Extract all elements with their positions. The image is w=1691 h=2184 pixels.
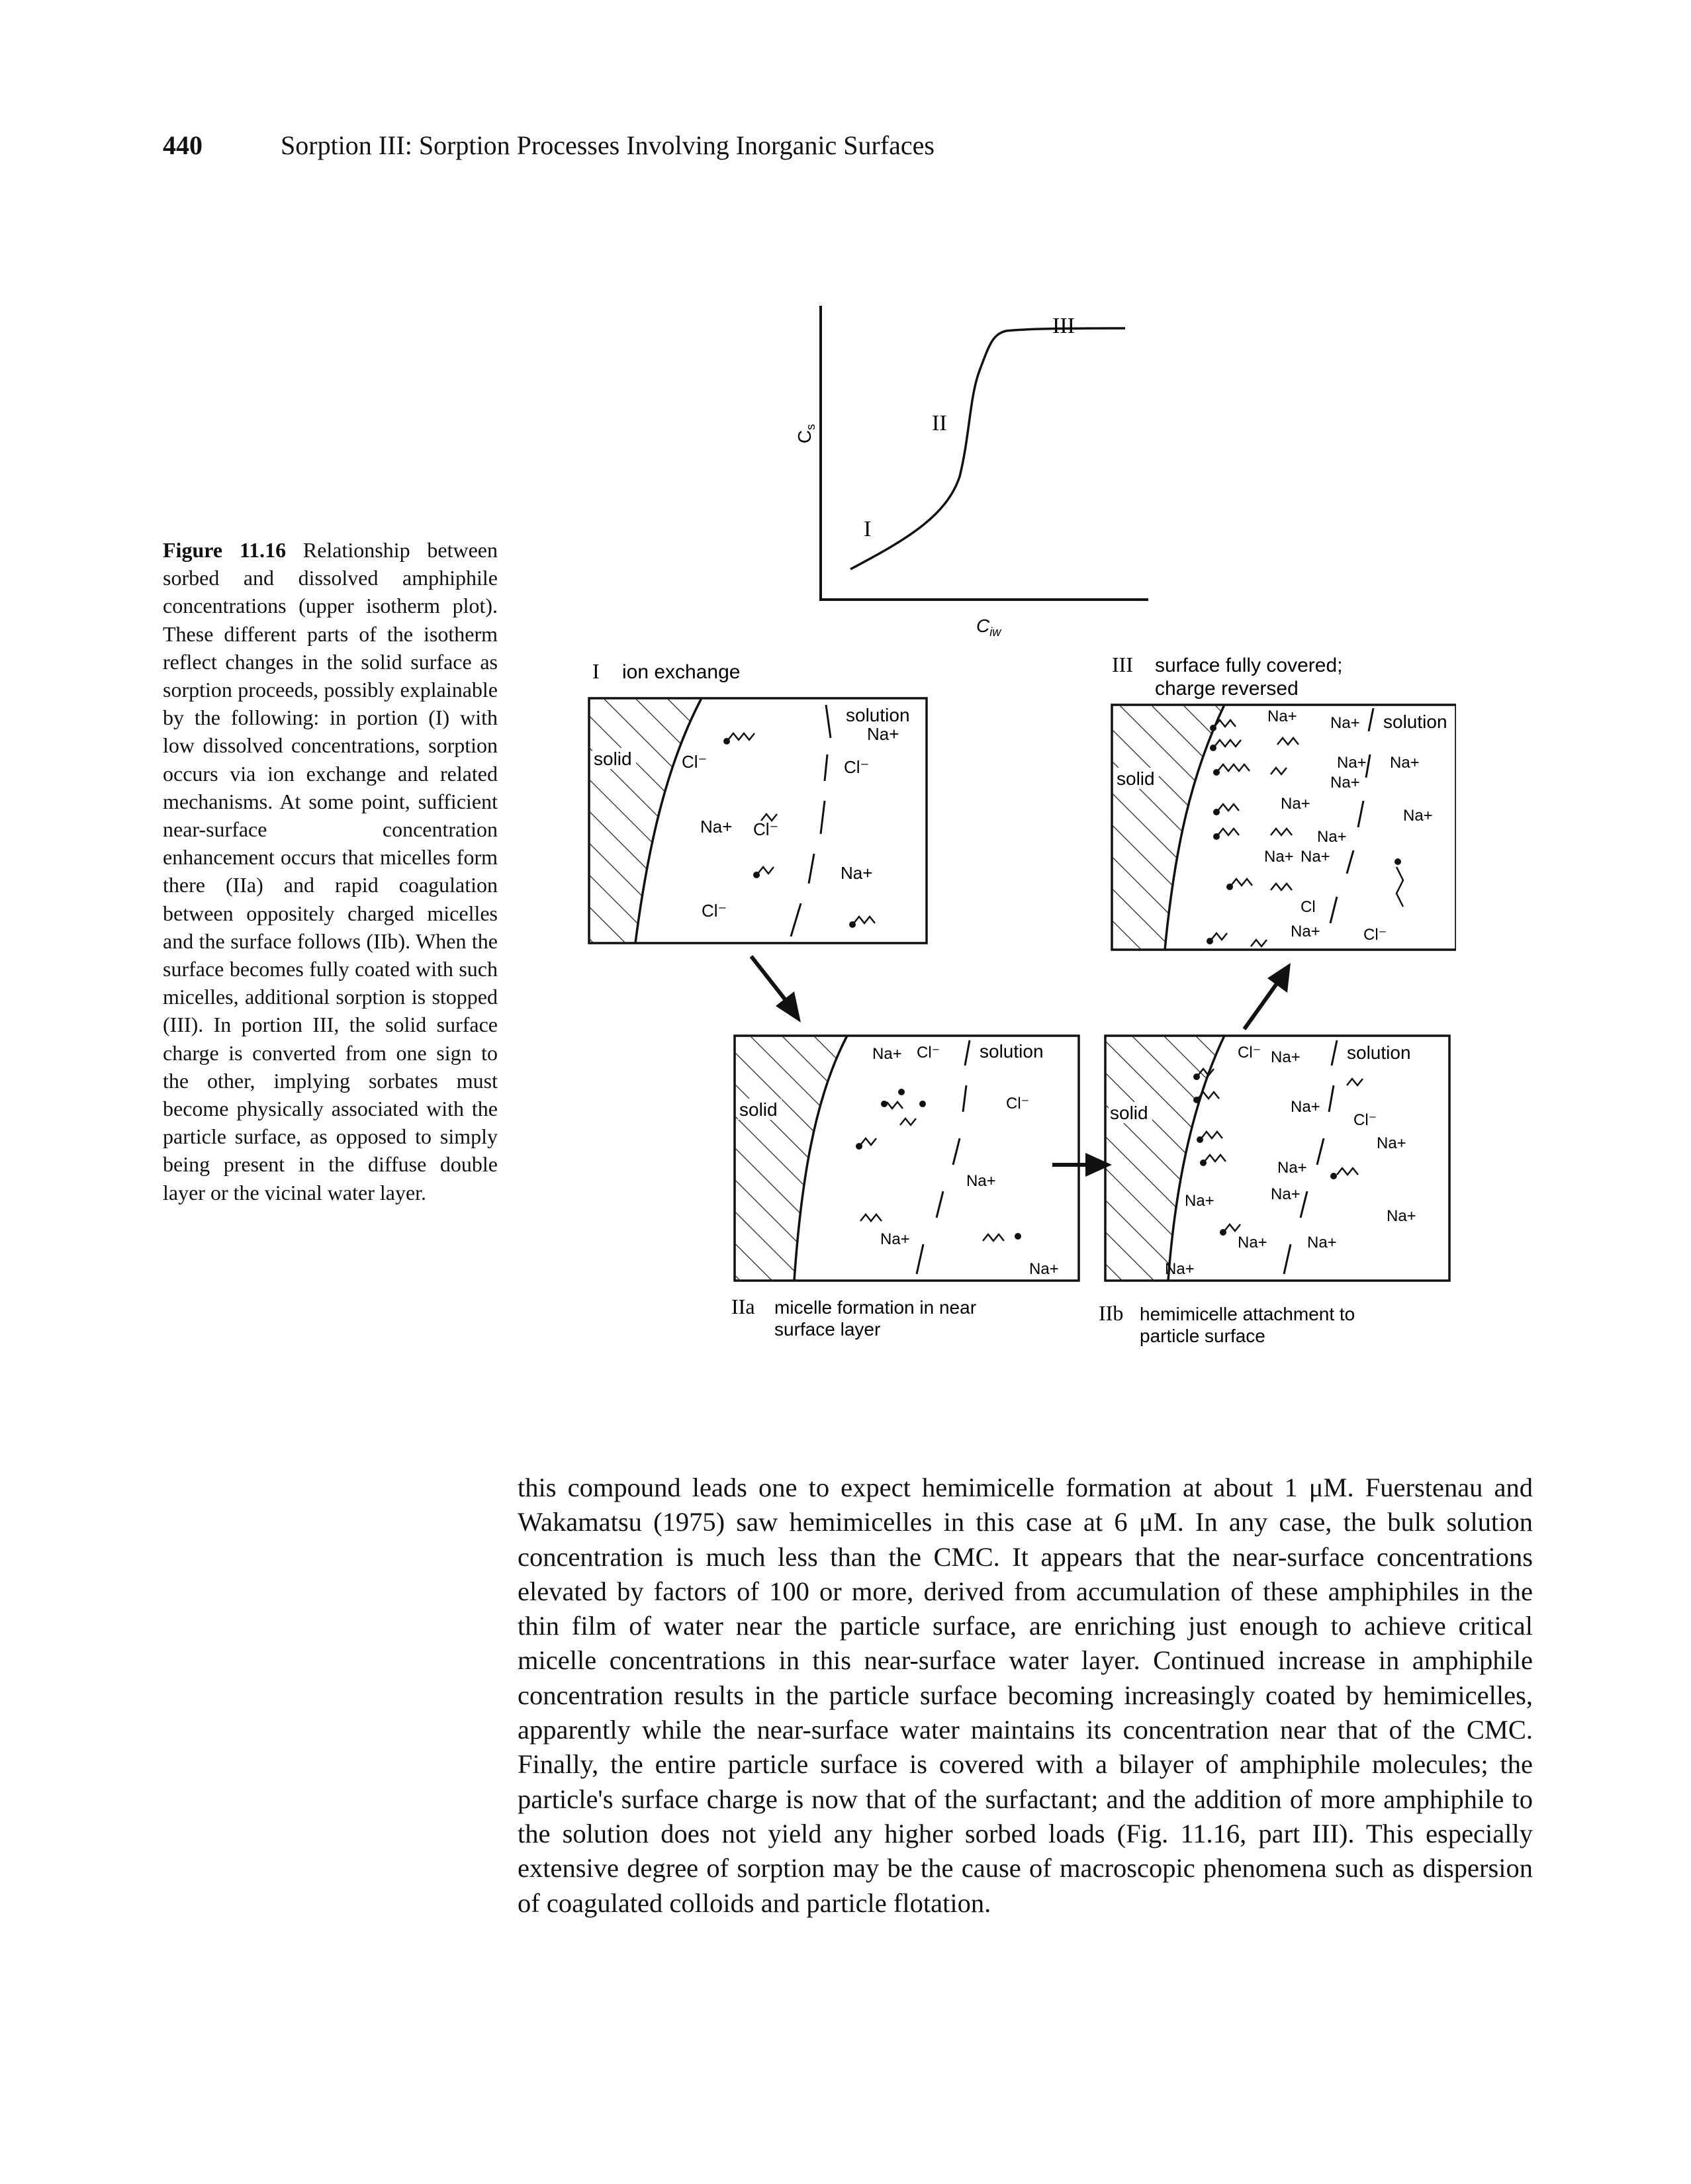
figure-caption: Figure 11.16 Relationship between sorbed… [163, 536, 498, 1206]
panel-I: I ion exchange solid solution Na+ Cl⁻ Cl… [588, 659, 928, 944]
figure-11-16: Cs Ciw I II III I ion exchange solid sol… [576, 291, 1456, 1383]
panel-III-ion: Na+ [1330, 714, 1360, 732]
isotherm-region-II: II [932, 411, 947, 435]
panel-III-ion: Na+ [1301, 848, 1330, 866]
panel-III: III surface fully covered; charge revers… [1111, 653, 1456, 951]
panel-III-ion: Na+ [1281, 795, 1310, 813]
panel-IIb-ion: Na+ [1271, 1048, 1301, 1066]
panel-I-numeral: I [592, 659, 600, 683]
panel-IIb-solid-label: solid [1110, 1103, 1148, 1123]
isotherm-plot: Cs Ciw I II III [794, 306, 1148, 639]
panel-IIb-numeral: IIb [1099, 1301, 1123, 1325]
panel-III-ion: Na+ [1317, 828, 1347, 846]
caption-text: Relationship between sorbed and dissolve… [163, 538, 498, 1205]
arrow-IIb-to-III [1242, 981, 1279, 1030]
panel-IIb-ion: Na+ [1377, 1134, 1406, 1152]
panel-III-ion: Na+ [1390, 754, 1420, 772]
panel-IIa-solid-region [735, 1036, 847, 1281]
panel-IIb-solution-label: solution [1347, 1042, 1411, 1063]
panel-IIa-ion: Na+ [872, 1045, 902, 1063]
panel-I-ion: Cl⁻ [682, 752, 707, 772]
page-header: 440 Sorption III: Sorption Processes Inv… [0, 130, 1691, 189]
isotherm-y-label: Cs [794, 424, 817, 443]
panel-III-solid-region [1112, 705, 1224, 950]
panel-IIa-ion: Na+ [966, 1172, 996, 1190]
panel-III-ion: Cl [1301, 898, 1316, 916]
panel-I-solution-label: solution [846, 705, 910, 725]
panel-IIa-ion: Cl⁻ [917, 1044, 940, 1062]
panel-IIb-ion: Na+ [1387, 1207, 1416, 1225]
panel-IIb-ion: Cl⁻ [1353, 1111, 1377, 1129]
figure-svg: Cs Ciw I II III I ion exchange solid sol… [588, 306, 1456, 1346]
panel-III-title-2: charge reversed [1155, 678, 1299, 700]
panel-IIb-ion: Na+ [1165, 1260, 1195, 1278]
isotherm-region-I: I [864, 517, 871, 541]
figure-label: Figure 11.16 [163, 538, 287, 562]
panel-I-ion: Cl⁻ [844, 757, 869, 777]
panel-IIb-ion: Na+ [1271, 1185, 1301, 1203]
running-head: Sorption III: Sorption Processes Involvi… [281, 130, 935, 160]
panel-III-numeral: III [1112, 653, 1133, 676]
panel-IIb-title-2: particle surface [1140, 1326, 1265, 1346]
panel-III-ion: Na+ [1264, 848, 1294, 866]
panel-III-ion: Na+ [1267, 707, 1297, 725]
isotherm-curve [850, 327, 1126, 570]
panel-III-ion: Cl⁻ [1363, 926, 1387, 944]
panel-IIa-ion: Na+ [880, 1230, 910, 1248]
transition-arrows [749, 955, 1291, 1177]
panel-I-title: ion exchange [622, 661, 740, 683]
panel-IIb-title-1: hemimicelle attachment to [1140, 1304, 1355, 1324]
panel-IIb-ion: Na+ [1307, 1234, 1337, 1251]
panel-IIa-ion: Cl⁻ [1006, 1095, 1029, 1113]
panel-III-solution-label: solution [1383, 711, 1447, 732]
panel-IIa-ion: Na+ [1029, 1260, 1059, 1278]
panel-IIa-title-2: surface layer [774, 1319, 880, 1340]
panel-IIa-title-1: micelle formation in near [774, 1297, 976, 1318]
panel-IIa: solid solution Na+ Cl⁻ Cl⁻ Na+ Na+ Na+ [733, 1034, 1080, 1282]
panel-I-ion: Na+ [867, 724, 899, 744]
panel-I-ion: Cl⁻ [753, 819, 778, 839]
panel-III-title-1: surface fully covered; [1155, 655, 1342, 676]
panel-IIb-ion: Na+ [1291, 1098, 1320, 1116]
body-paragraph: this compound leads one to expect hemimi… [518, 1473, 1533, 1918]
panel-III-ion: Na+ [1403, 807, 1433, 825]
panel-IIa-solid-label: solid [739, 1099, 778, 1120]
panel-IIa-solution-label: solution [980, 1041, 1044, 1062]
panel-IIb: solid solution Cl⁻ Na+ Na+ Cl⁻ Na+ Na+ N… [1104, 1034, 1451, 1282]
panel-IIb-ion: Na+ [1185, 1192, 1214, 1210]
panel-I-ion: Na+ [700, 817, 732, 837]
panel-III-ion: Na+ [1291, 923, 1320, 940]
arrow-I-to-IIa [749, 955, 790, 1004]
panel-IIb-ion: Na+ [1277, 1159, 1307, 1177]
panel-I-ion: Na+ [841, 863, 872, 883]
panel-IIb-ion: Na+ [1238, 1234, 1267, 1251]
panel-III-ion: Na+ [1330, 774, 1360, 792]
isotherm-x-label: Ciw [976, 615, 1001, 639]
panel-I-ion: Cl⁻ [702, 901, 727, 921]
panel-III-solid-label: solid [1117, 768, 1155, 789]
panel-IIb-solid-region [1105, 1036, 1224, 1281]
panel-IIb-ion: Cl⁻ [1238, 1044, 1261, 1062]
panel-I-solid-label: solid [594, 749, 632, 769]
isotherm-region-III: III [1052, 314, 1075, 338]
page-number: 440 [163, 130, 203, 160]
panel-IIa-numeral: IIa [731, 1295, 755, 1318]
panel-III-ion: Na+ [1337, 754, 1367, 772]
